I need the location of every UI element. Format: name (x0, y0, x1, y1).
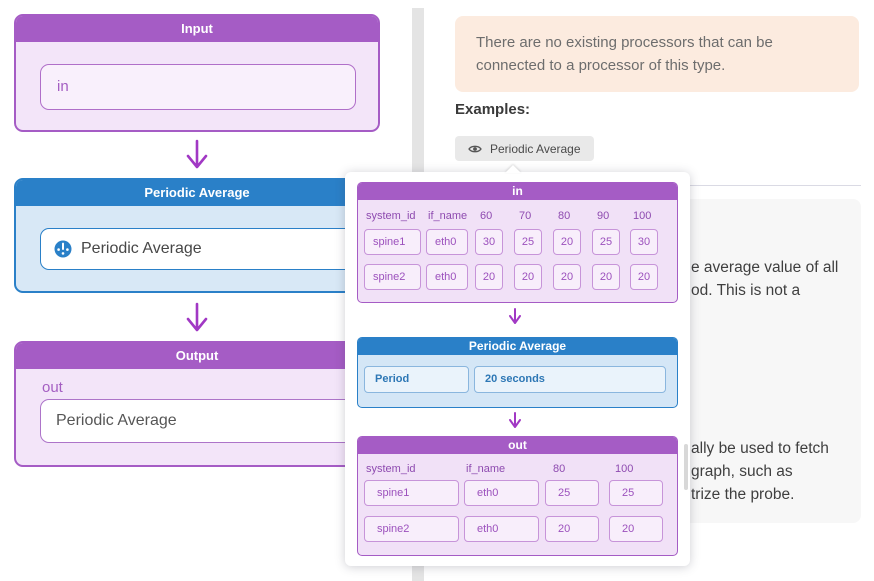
table-cell: 25 (545, 480, 599, 506)
table-cell: 20 (609, 516, 663, 542)
column-header: 80 (553, 463, 566, 475)
table-cell: 20 (630, 264, 658, 290)
column-header: if_name (428, 210, 468, 222)
column-header: 60 (480, 210, 493, 222)
table-cell: 25 (609, 480, 663, 506)
column-header: 100 (615, 463, 634, 475)
processor-field[interactable]: Periodic Average (40, 228, 356, 270)
table-cell: eth0 (426, 229, 468, 255)
table-cell: spine2 (364, 264, 421, 290)
table-cell: 30 (475, 229, 503, 255)
flow-down-arrow-icon (507, 308, 523, 331)
output-stage-label: out (42, 379, 63, 396)
processor-box-title: Periodic Average (16, 180, 378, 206)
table-cell: 25 (592, 229, 620, 255)
table-cell: 30 (630, 229, 658, 255)
popup-scrollbar-thumb[interactable] (684, 444, 688, 490)
example-button-label: Periodic Average (490, 141, 581, 156)
output-box-title: Output (16, 343, 378, 369)
popup-in-table: in system_id if_name 60 70 80 90 100 spi… (357, 182, 678, 303)
flow-down-arrow-icon (184, 302, 210, 339)
table-cell: 20 (545, 516, 599, 542)
output-processor-box: Output out Periodic Average (14, 341, 380, 467)
column-header: system_id (366, 463, 416, 475)
table-cell: 20 (553, 229, 581, 255)
table-cell: eth0 (426, 264, 468, 290)
column-header: 80 (558, 210, 571, 222)
column-header: if_name (466, 463, 506, 475)
example-periodic-average-button[interactable]: Periodic Average (455, 136, 594, 161)
popup-processor-section: Periodic Average Period 20 seconds (357, 337, 678, 408)
param-name-cell: Period (364, 366, 469, 393)
popup-out-table: out system_id if_name 80 100 spine1 eth0… (357, 436, 678, 556)
column-header: system_id (366, 210, 416, 222)
flow-down-arrow-icon (184, 139, 210, 176)
table-cell: 20 (553, 264, 581, 290)
description-paragraph: ally be used to fetch graph, such as tri… (691, 440, 829, 503)
example-popup: in system_id if_name 60 70 80 90 100 spi… (345, 165, 690, 566)
table-cell: spine1 (364, 229, 421, 255)
table-cell: 20 (475, 264, 503, 290)
input-box-title: Input (16, 16, 378, 42)
table-cell: spine1 (364, 480, 459, 506)
in-table-title: in (358, 183, 677, 200)
eye-icon (468, 145, 482, 152)
flow-down-arrow-icon (507, 412, 523, 435)
description-paragraph: e average value of all od. This is not a (691, 259, 839, 299)
examples-label: Examples: (455, 101, 531, 118)
table-cell: eth0 (464, 516, 539, 542)
out-table-title: out (358, 437, 677, 454)
input-processor-box: Input in (14, 14, 380, 132)
table-cell: 20 (514, 264, 542, 290)
output-stage-field[interactable]: Periodic Average (40, 399, 356, 443)
processor-field-value: Periodic Average (81, 240, 202, 257)
popup-processor-title: Periodic Average (358, 338, 677, 355)
processor-box: Periodic Average Periodic Average (14, 178, 380, 293)
input-stage-field[interactable]: in (40, 64, 356, 110)
column-header: 90 (597, 210, 610, 222)
table-cell: spine2 (364, 516, 459, 542)
column-header: 100 (633, 210, 652, 222)
column-header: 70 (519, 210, 532, 222)
table-cell: 25 (514, 229, 542, 255)
gauge-icon (54, 240, 72, 258)
table-cell: 20 (592, 264, 620, 290)
popup-caret (505, 165, 521, 173)
table-cell: eth0 (464, 480, 539, 506)
no-processors-alert: There are no existing processors that ca… (455, 16, 859, 92)
param-value-cell: 20 seconds (474, 366, 666, 393)
